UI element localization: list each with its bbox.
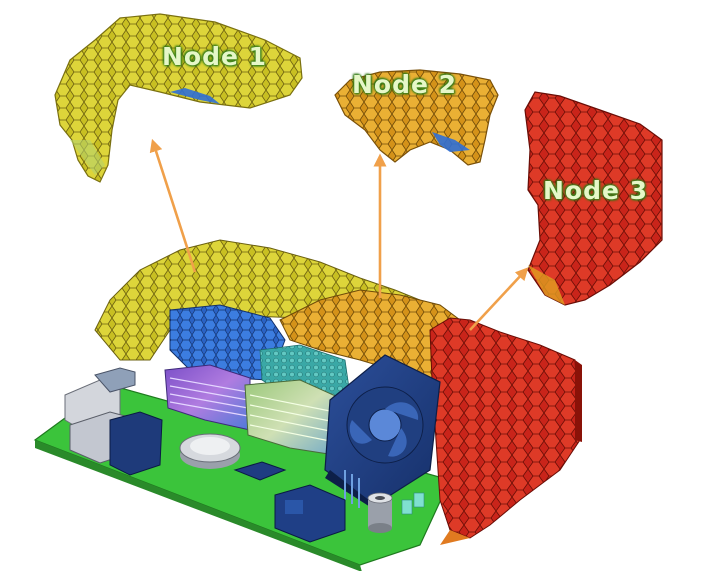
coin-cell — [179, 433, 241, 469]
node3-mesh-piece — [524, 91, 663, 306]
arrow-to-node1 — [149, 138, 197, 273]
node2-mesh-piece — [334, 69, 499, 166]
pcb-assembly — [33, 239, 582, 571]
node1-label: Node 1 — [162, 42, 268, 71]
node3-label: Node 3 — [543, 176, 649, 205]
arrow-to-node3 — [469, 267, 529, 331]
power-connector — [274, 484, 346, 543]
cooling-fan — [324, 354, 441, 512]
io-connectors — [64, 367, 163, 476]
node2-label: Node 2 — [352, 70, 458, 99]
capacitor — [367, 492, 393, 533]
partition-arrows — [149, 138, 529, 331]
node1-mesh-piece — [54, 13, 303, 183]
